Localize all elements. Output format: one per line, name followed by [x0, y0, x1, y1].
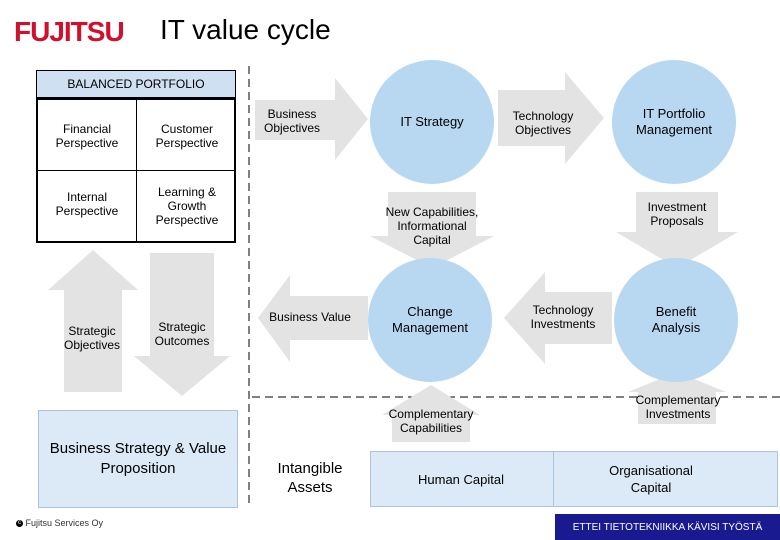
- it-portfolio-circle: IT Portfolio Management: [612, 60, 736, 184]
- up-arrow-complementary-investments: [628, 372, 726, 424]
- learning-growth-perspective: Learning & Growth Perspective: [155, 185, 219, 227]
- human-capital: Human Capital: [418, 471, 504, 487]
- down-arrow-new-capabilities: [370, 192, 494, 268]
- right-arrow-business-objectives: [255, 78, 368, 160]
- it-strategy-label: IT Strategy: [400, 114, 464, 129]
- business-strategy-box: Business Strategy & Value Proposition: [38, 410, 238, 508]
- change-management-circle: Change Management: [368, 258, 492, 382]
- page-title: IT value cycle: [160, 14, 331, 45]
- balanced-portfolio-grid: Financial Perspective Customer Perspecti…: [36, 98, 236, 243]
- change-management-label: Change Management: [392, 304, 468, 335]
- financial-perspective: Financial Perspective: [55, 122, 119, 150]
- copyright-icon: c: [16, 520, 23, 528]
- strategic-outcomes: Strategic Outcomes: [154, 320, 210, 348]
- footer-tagline-bar: ETTEI TIETOTEKNIIKKA KÄVISI TYÖSTÄ: [555, 514, 780, 540]
- technology-investments: Technology Investments: [530, 303, 596, 331]
- internal-perspective: Internal Perspective: [55, 190, 119, 218]
- copyright-text: Fujitsu Services Oy: [25, 518, 104, 528]
- strategic-objectives: Strategic Objectives: [63, 324, 121, 352]
- down-arrow: [134, 253, 230, 396]
- business-value: Business Value: [269, 310, 351, 324]
- it-strategy-circle: IT Strategy: [370, 60, 494, 184]
- footer-tagline: ETTEI TIETOTEKNIIKKA KÄVISI TYÖSTÄ: [572, 521, 763, 533]
- customer-perspective: Customer Perspective: [155, 122, 219, 150]
- it-portfolio-label: IT Portfolio Management: [636, 106, 712, 137]
- balanced-portfolio-header: BALANCED PORTFOLIO: [36, 70, 236, 98]
- intangible-assets: Intangible Assets: [277, 460, 343, 496]
- complementary-capabilities: Complementary Capabilities: [388, 407, 474, 435]
- complementary-investments: Complementary Investments: [635, 393, 721, 421]
- fujitsu-logo: FUJITSU: [14, 16, 125, 47]
- right-arrow-technology-objectives: [498, 72, 604, 164]
- new-capabilities: New Capabilities, Informational Capital: [385, 205, 479, 247]
- investment-proposals: Investment Proposals: [647, 200, 707, 228]
- technology-objectives: Technology Objectives: [512, 109, 574, 137]
- up-arrow-complementary-capabilities: [382, 385, 480, 442]
- benefit-analysis-circle: Benefit Analysis: [614, 258, 738, 382]
- capital-band: Human Capital Organisational Capital: [370, 451, 778, 507]
- organisational-capital: Organisational Capital: [609, 463, 693, 495]
- benefit-analysis-label: Benefit Analysis: [651, 304, 701, 335]
- left-arrow-business-value: [258, 275, 368, 362]
- left-arrow-technology-investments: [504, 272, 612, 364]
- up-arrow: [48, 250, 138, 392]
- business-objectives: Business Objectives: [263, 107, 321, 135]
- copyright: c Fujitsu Services Oy: [16, 518, 103, 528]
- down-arrow-investment-proposals: [616, 192, 738, 268]
